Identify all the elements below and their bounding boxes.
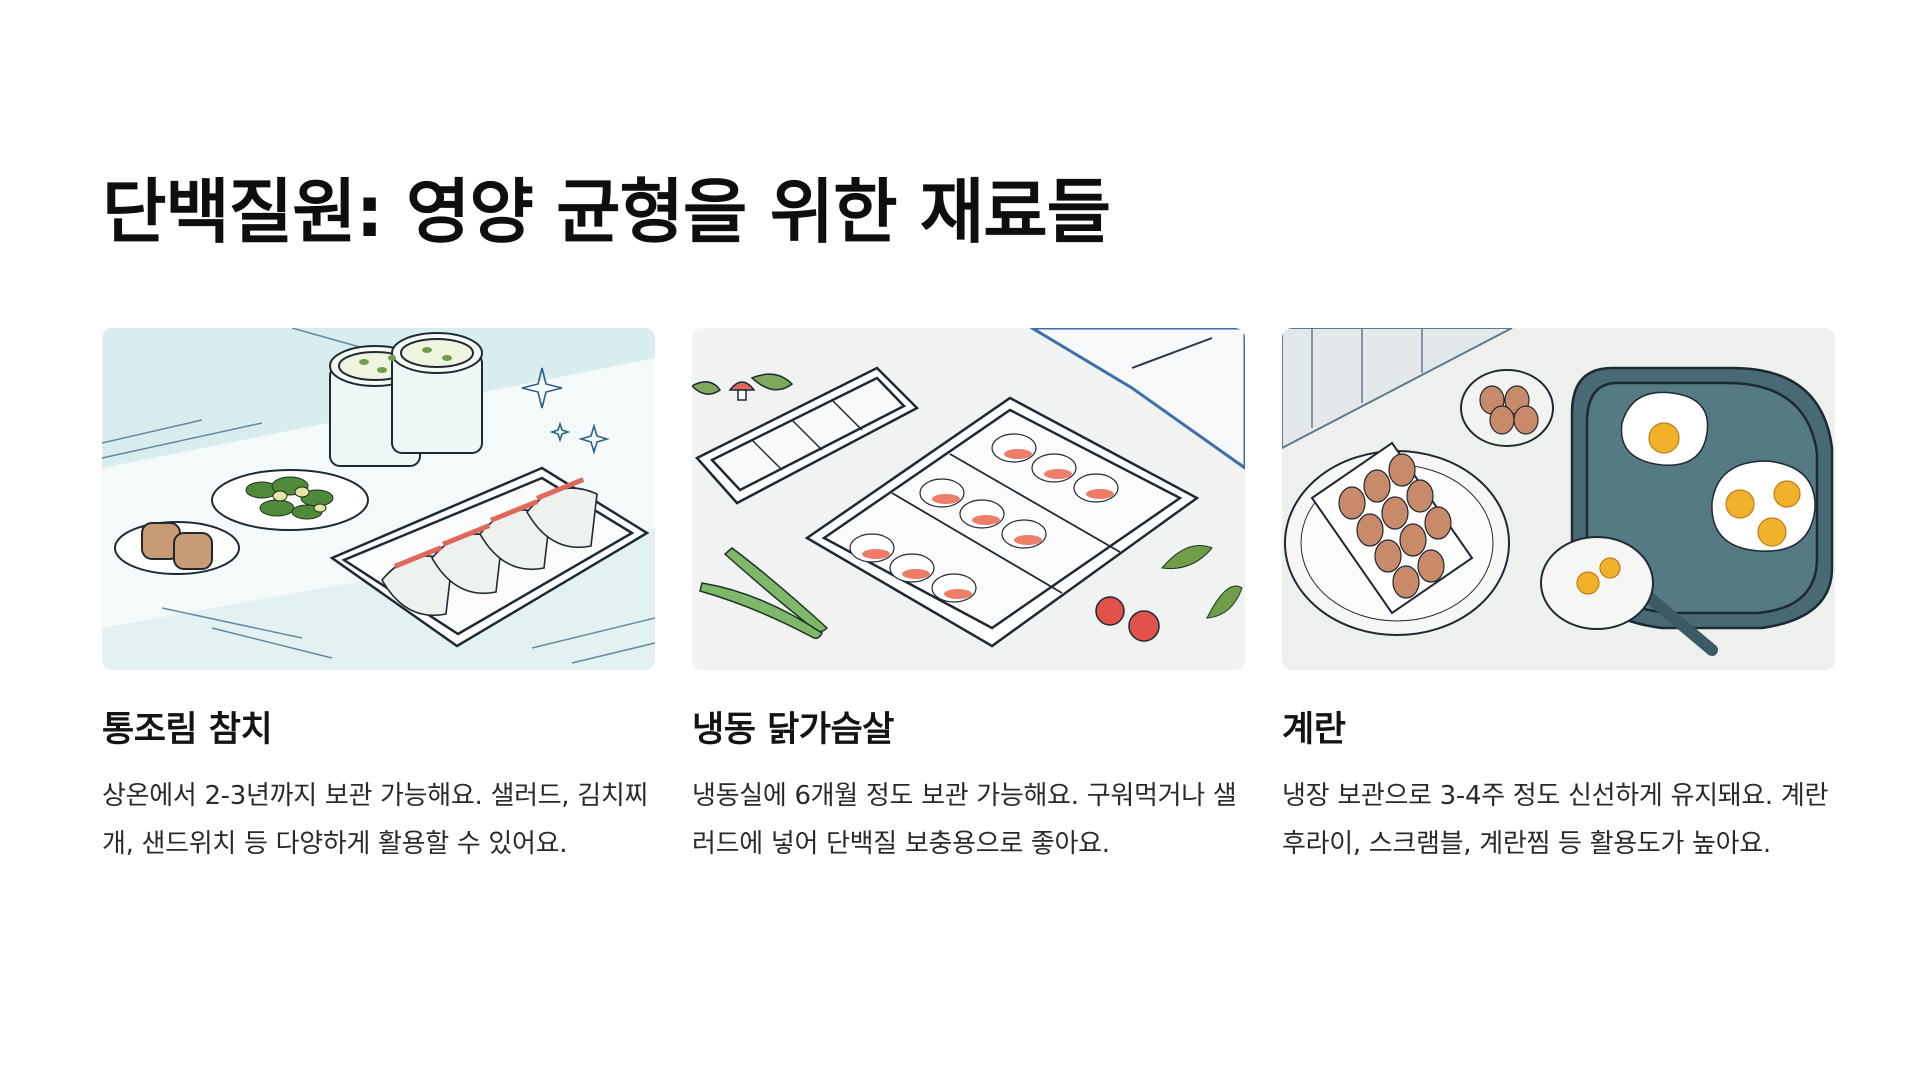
card-description: 냉동실에 6개월 정도 보관 가능해요. 구워먹거나 샐러드에 넣어 단백질 보…	[692, 780, 1237, 859]
card-title: 통조림 참치	[102, 710, 273, 750]
eggs-illustration	[1282, 328, 1835, 670]
card-title: 냉동 닭가슴살	[692, 710, 894, 750]
card-frozen-chicken: 냉동 닭가슴살 냉동실에 6개월 정도 보관 가능해요. 구워먹거나 샐러드에 …	[692, 328, 1245, 868]
page-title: 단백질원: 영양 균형을 위한 재료들	[102, 171, 1111, 253]
card-title: 계란	[1282, 710, 1346, 750]
card-canned-tuna: 통조림 참치 상온에서 2-3년까지 보관 가능해요. 샐러드, 김치찌개, 샌…	[102, 328, 655, 868]
canned-tuna-illustration	[102, 328, 655, 670]
card-list: 통조림 참치 상온에서 2-3년까지 보관 가능해요. 샐러드, 김치찌개, 샌…	[102, 328, 1835, 868]
card-eggs: 계란 냉장 보관으로 3-4주 정도 신선하게 유지돼요. 계란후라이, 스크램…	[1282, 328, 1835, 868]
frozen-chicken-illustration	[692, 328, 1245, 670]
card-description: 냉장 보관으로 3-4주 정도 신선하게 유지돼요. 계란후라이, 스크램블, …	[1282, 780, 1829, 859]
card-description: 상온에서 2-3년까지 보관 가능해요. 샐러드, 김치찌개, 샌드위치 등 다…	[102, 780, 649, 859]
